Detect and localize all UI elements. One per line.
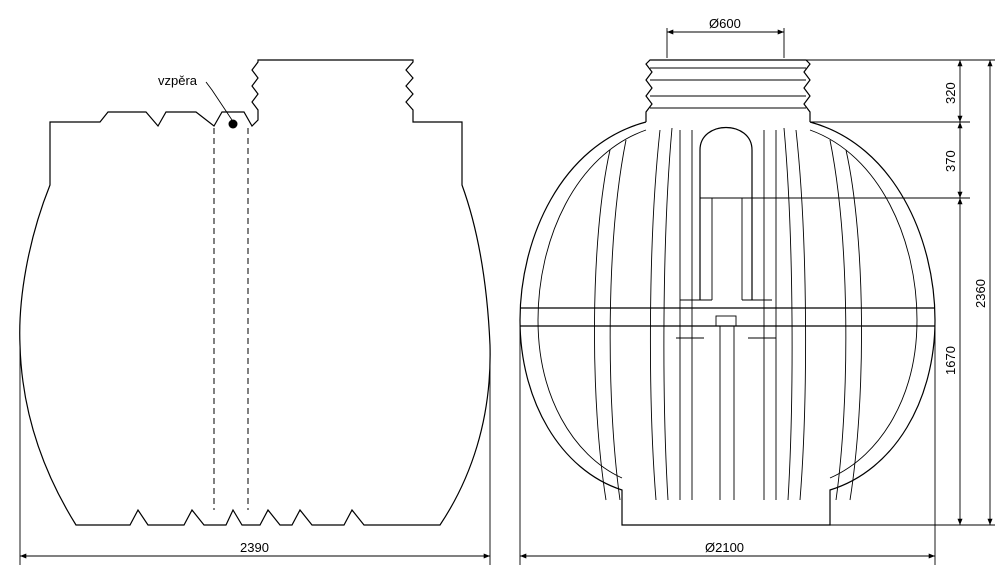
neck-diameter-value: Ø600 <box>709 16 741 31</box>
rib-left-mid-2 <box>663 127 673 501</box>
rib-right-outer-2 <box>845 149 862 501</box>
rib-left-outer <box>594 149 611 501</box>
side-view: vzpěra 2390 <box>19 59 491 565</box>
side-view-body-outline <box>19 59 491 526</box>
rib-right-outer <box>829 139 847 501</box>
rib-left-outer-2 <box>609 139 627 501</box>
strut-label: vzpěra <box>158 73 198 88</box>
rib-right-mid-2 <box>795 129 807 501</box>
sphere-outline <box>519 121 936 526</box>
front-view: Ø600 320 370 1670 2360 Ø2100 <box>519 16 995 565</box>
sphere-inner-outline-right <box>809 129 918 479</box>
strut-leader-line <box>205 81 233 121</box>
sphere-inner-outline <box>537 129 647 479</box>
neck-outline <box>645 59 811 122</box>
side-width-value: 2390 <box>240 540 269 555</box>
strut-leader-dot <box>228 119 238 129</box>
neck-height-value: 320 <box>943 82 958 104</box>
shoulder-height-value: 370 <box>943 150 958 172</box>
lower-height-value: 1670 <box>943 346 958 375</box>
rib-right-mid <box>783 127 793 501</box>
front-diameter-value: Ø2100 <box>705 540 744 555</box>
center-strut-block <box>715 315 737 327</box>
rib-left-mid <box>649 129 661 501</box>
center-arch <box>699 127 753 300</box>
total-height-value: 2360 <box>973 279 988 308</box>
